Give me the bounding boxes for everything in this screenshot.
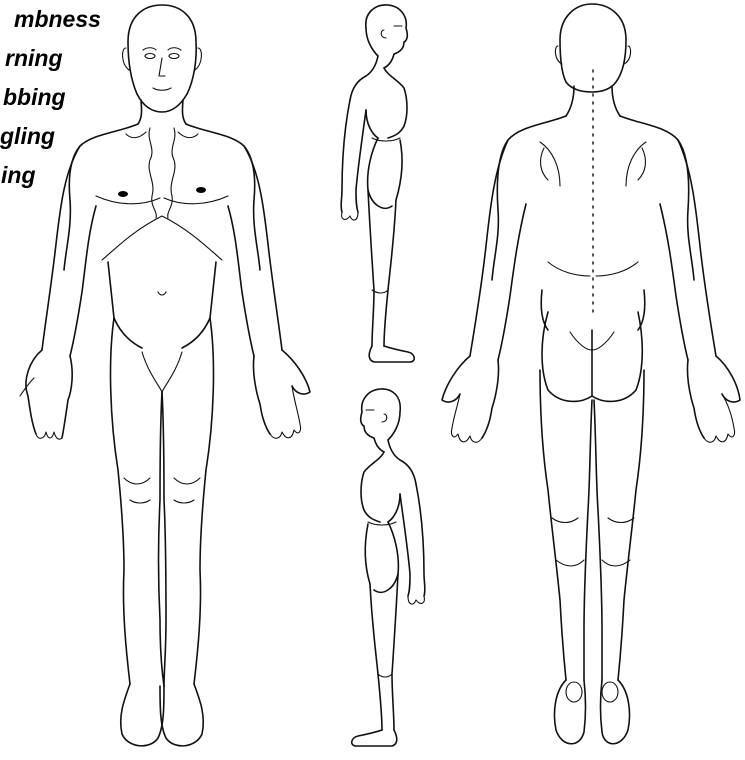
front-body-view xyxy=(20,5,310,746)
left-side-body-view xyxy=(352,389,425,746)
back-body-view xyxy=(442,4,740,744)
right-side-body-view xyxy=(341,5,414,362)
